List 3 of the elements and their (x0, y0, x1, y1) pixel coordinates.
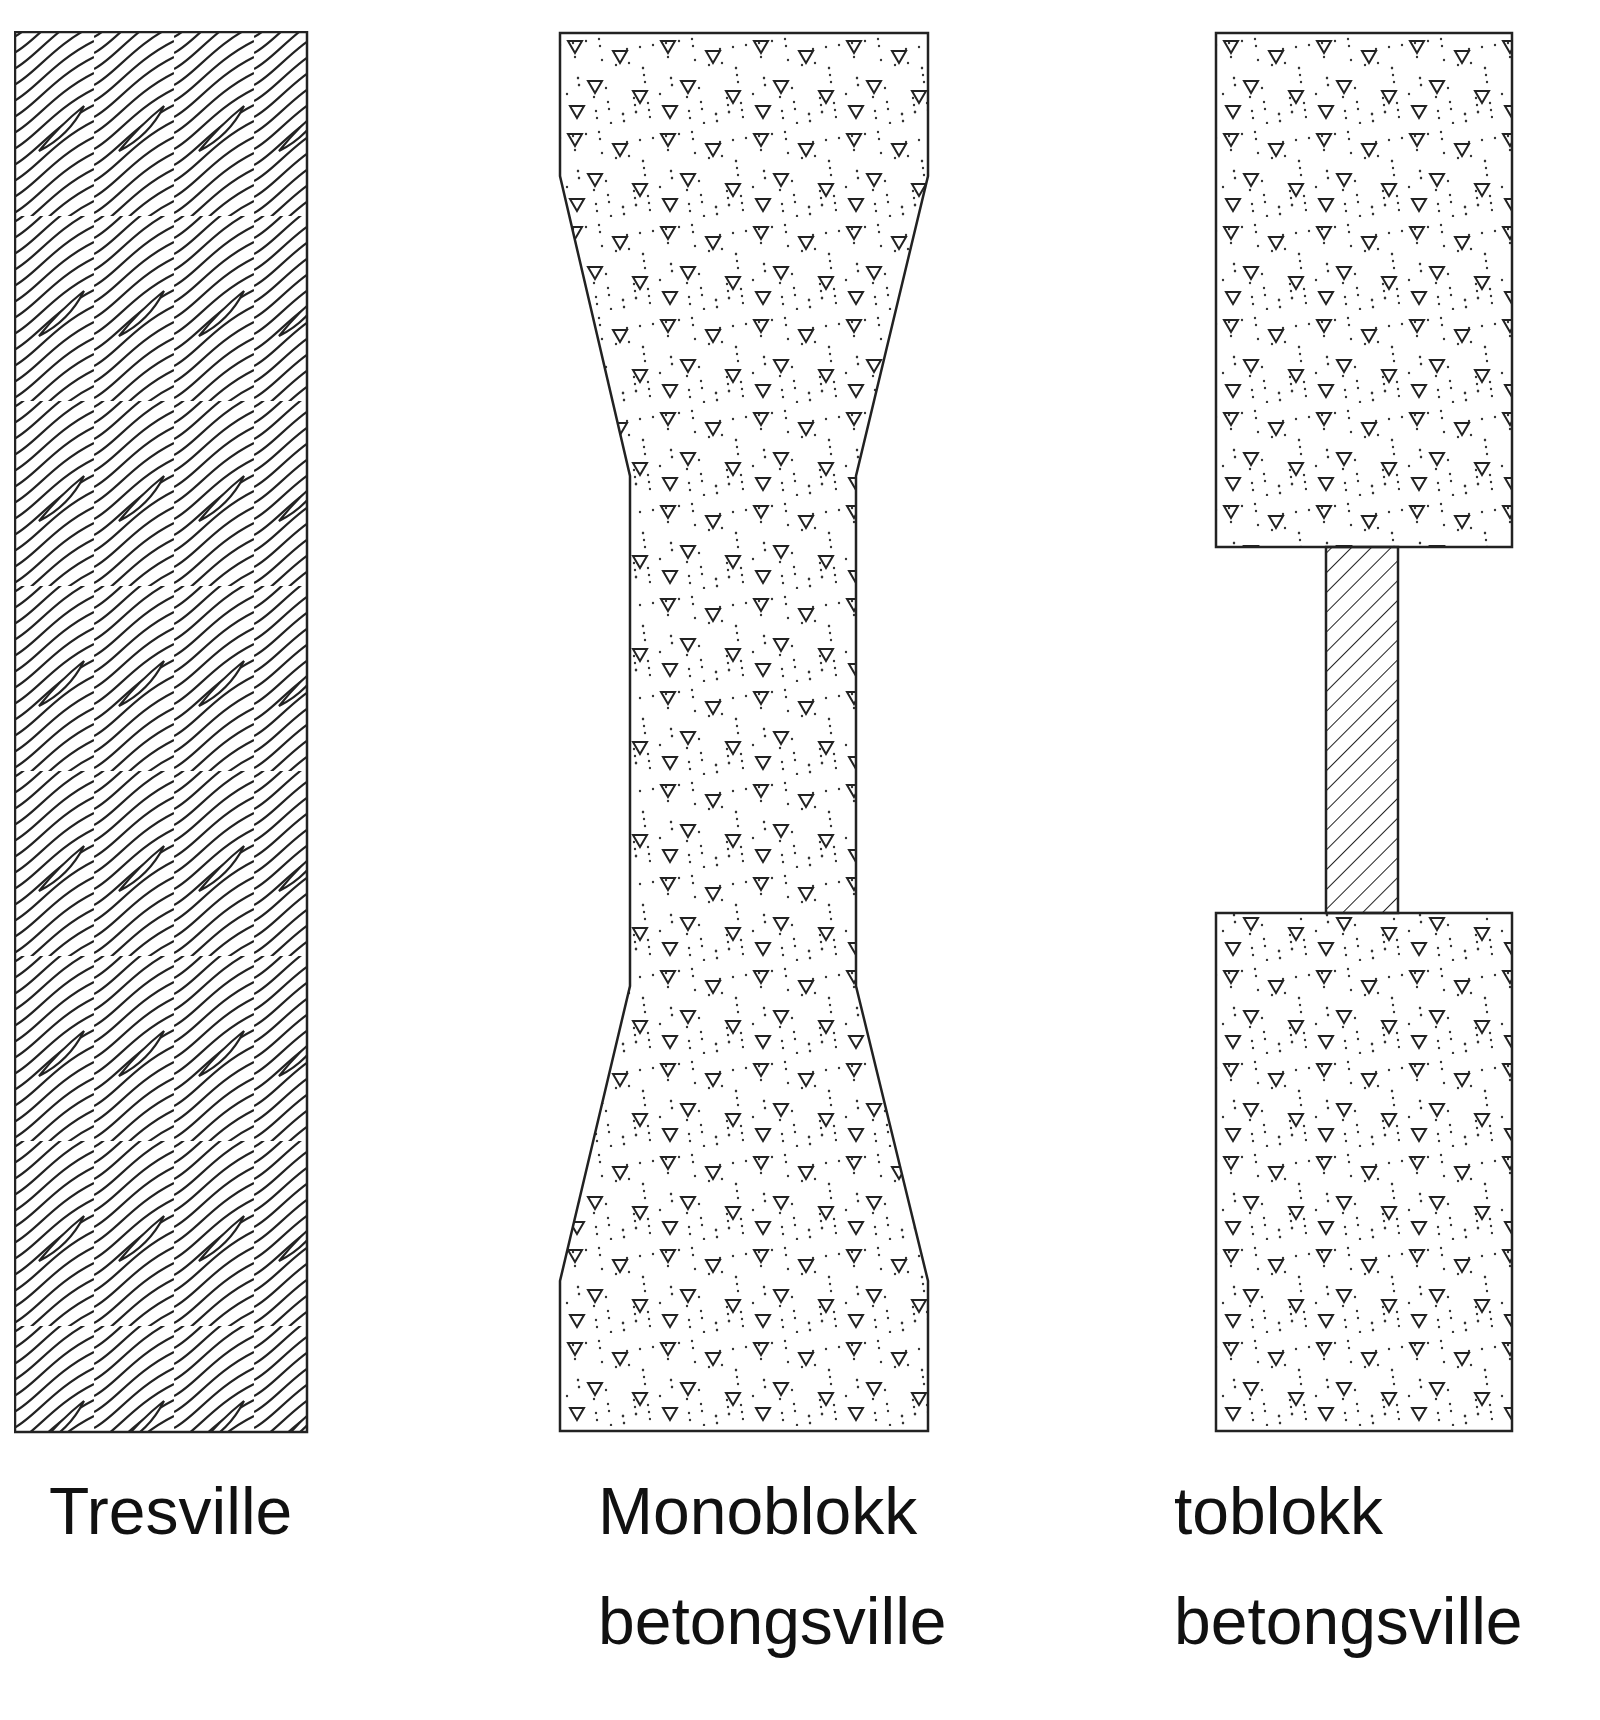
sleeper-caption: Monoblokk betongsville (598, 1473, 948, 1660)
sleeper-caption: toblokk betongsville (1174, 1473, 1524, 1660)
sleeper-caption: Tresville (49, 1473, 294, 1550)
